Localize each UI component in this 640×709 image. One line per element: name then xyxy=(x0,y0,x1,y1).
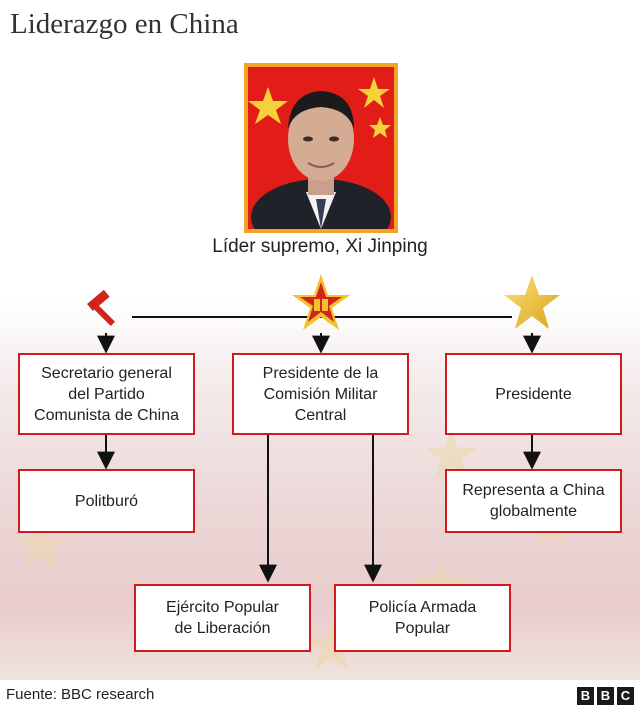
gold-star-icon xyxy=(502,274,562,337)
bbc-logo-letter: B xyxy=(597,687,614,705)
page-title: Liderazgo en China xyxy=(10,8,239,40)
leader-caption: Líder supremo, Xi Jinping xyxy=(212,236,428,257)
bbc-logo-letter: C xyxy=(617,687,634,705)
politburo-label: Politburó xyxy=(74,492,139,510)
footer: Fuente: BBC research B B C xyxy=(0,682,640,709)
peoples-liberation-army-box: Ejército Popular de Liberación xyxy=(134,584,311,652)
pla-red-star-icon xyxy=(290,272,352,339)
leader-portrait xyxy=(244,63,398,233)
bbc-logo-letter: B xyxy=(577,687,594,705)
hammer-and-sickle-icon xyxy=(80,280,132,337)
military-commission-label: Presidente de la Comisión Militar Centra… xyxy=(262,364,379,424)
secretary-general-box: Secretario general del Partido Comunista… xyxy=(18,353,195,435)
represents-china-label: Representa a China globalmente xyxy=(462,482,605,520)
president-label: Presidente xyxy=(495,385,572,403)
politburo-box: Politburó xyxy=(18,469,195,533)
source-text: Fuente: BBC research xyxy=(6,686,155,703)
secretary-general-label: Secretario general del Partido Comunista… xyxy=(34,364,179,424)
bbc-logo: B B C xyxy=(577,687,634,705)
peoples-liberation-army-label: Ejército Popular de Liberación xyxy=(166,599,279,637)
president-box: Presidente xyxy=(445,353,622,435)
armed-police-label: Policía Armada Popular xyxy=(368,599,477,637)
military-commission-box: Presidente de la Comisión Militar Centra… xyxy=(232,353,409,435)
represents-china-box: Representa a China globalmente xyxy=(445,469,622,533)
armed-police-box: Policía Armada Popular xyxy=(334,584,511,652)
